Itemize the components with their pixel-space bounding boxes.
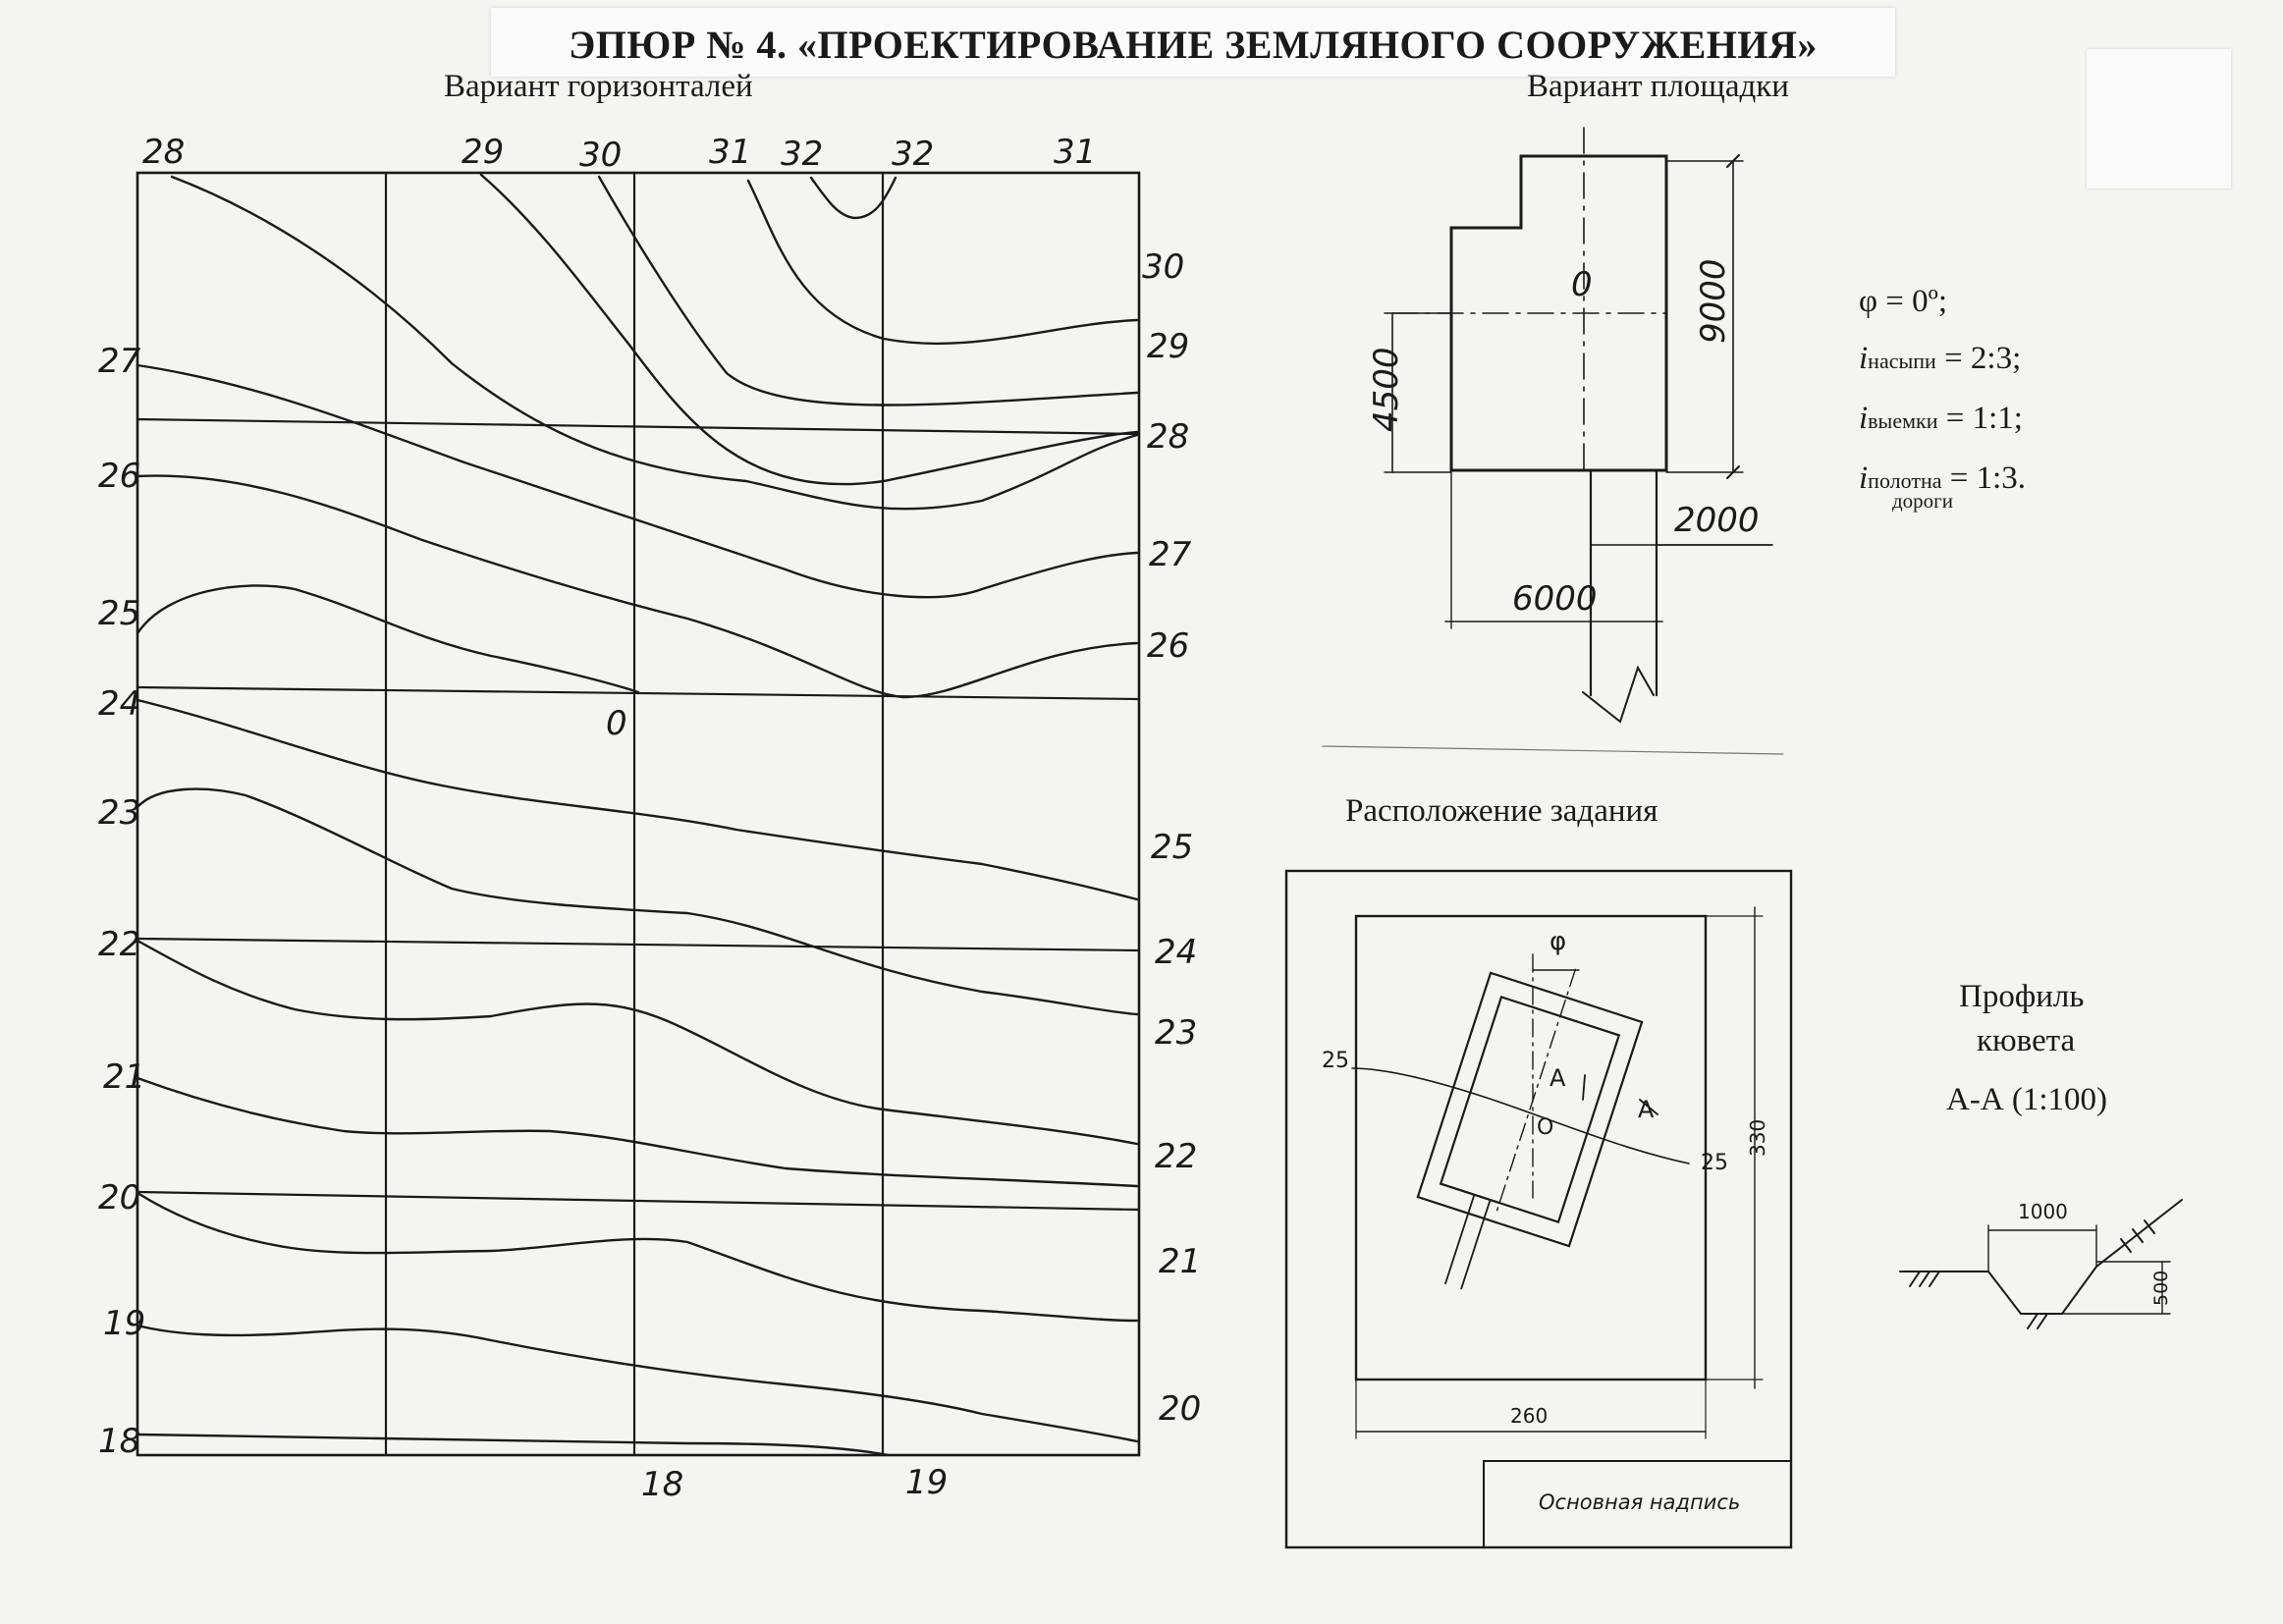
stamp-patch — [2087, 49, 2231, 189]
origin-label: 0 — [606, 704, 627, 743]
layout-dim-width: 260 — [1510, 1404, 1549, 1428]
param-road-slope: iполотна = 1:3. — [1859, 460, 2027, 496]
contour-label: 29 — [1147, 327, 1190, 366]
contour-line-31 — [746, 179, 1139, 346]
contour-label: 21 — [1159, 1242, 1202, 1281]
layout-origin: O — [1537, 1115, 1554, 1140]
contour-line-32 — [809, 176, 897, 220]
layout-dim-height: 330 — [1746, 1118, 1769, 1157]
contour-label: 29 — [462, 133, 505, 172]
contour-line-19 — [136, 1324, 1139, 1443]
title-strip: ЭПЮР № 4. «ПРОЕКТИРОВАНИЕ ЗЕМЛЯНОГО СООР… — [491, 8, 1895, 77]
contour-line-29 — [479, 173, 1139, 486]
site-plan — [1322, 127, 1784, 755]
contour-label: 23 — [98, 793, 141, 833]
contour-grid — [136, 171, 1141, 1457]
contour-label: 32 — [892, 135, 935, 174]
layout-contour-left: 25 — [1322, 1049, 1349, 1073]
profile-dim-width: 1000 — [2018, 1200, 2068, 1223]
contour-label: 30 — [1142, 247, 1185, 287]
profile-dim-depth: 500 — [2150, 1270, 2172, 1306]
param-fill-slope: iнасыпи = 2:3; — [1859, 341, 2022, 376]
contour-label: 32 — [781, 135, 824, 174]
contour-line-20 — [136, 1191, 1139, 1323]
profile-caption-3: А-А (1:100) — [1946, 1082, 2108, 1117]
dim-9000: 9000 — [1694, 258, 1733, 344]
site-caption: Вариант площадки — [1527, 69, 1789, 104]
layout-phi: φ — [1549, 927, 1567, 956]
contour-label: 31 — [1054, 133, 1097, 172]
contour-label: 28 — [1147, 417, 1190, 457]
site-outline — [1449, 154, 1668, 472]
contour-label: 19 — [905, 1463, 949, 1502]
dim-2000: 2000 — [1674, 501, 1760, 540]
contour-label: 26 — [98, 457, 141, 496]
layout-caption: Расположение задания — [1345, 793, 1658, 829]
dim-6000: 6000 — [1512, 579, 1598, 619]
param-phi: φ = 0º; — [1859, 284, 1948, 319]
contour-line-25 — [136, 584, 640, 694]
site-center-label: 0 — [1571, 265, 1593, 304]
contour-label: 24 — [1155, 933, 1198, 972]
contour-label: 30 — [579, 135, 623, 175]
contour-label: 25 — [1151, 828, 1194, 867]
page-title: ЭПЮР № 4. «ПРОЕКТИРОВАНИЕ ЗЕМЛЯНОГО СООР… — [569, 23, 1818, 67]
param-road-sub: дороги — [1892, 489, 1954, 513]
contour-label: 23 — [1155, 1013, 1198, 1053]
contour-lines — [136, 173, 1139, 1457]
contour-label: 18 — [98, 1422, 141, 1461]
contour-label: 18 — [641, 1465, 684, 1504]
profile-caption-1: Профиль — [1959, 979, 2085, 1014]
contour-label: 25 — [98, 594, 141, 633]
contour-label: 27 — [98, 342, 141, 381]
contour-line-21 — [136, 1076, 1139, 1188]
title-block-label: Основная надпись — [1539, 1490, 1741, 1514]
contour-label: 22 — [98, 925, 141, 964]
profile-caption-2: кювета — [1977, 1023, 2076, 1058]
param-cut-slope: iвыемки = 1:1; — [1859, 401, 2023, 436]
section-mark-left: A — [1549, 1064, 1566, 1092]
contour-label: 24 — [98, 684, 141, 724]
contour-line-30 — [597, 175, 1139, 406]
contour-label: 31 — [709, 133, 752, 172]
contour-line-18 — [136, 1433, 891, 1457]
contour-label: 27 — [1149, 535, 1192, 574]
contour-line-28 — [170, 175, 1139, 511]
contour-label: 19 — [103, 1304, 146, 1343]
design-parameters: φ = 0º; iнасыпи = 2:3; iвыемки = 1:1; iп… — [1859, 273, 2027, 513]
layout-contour-right: 25 — [1701, 1151, 1728, 1175]
ditch-profile — [1899, 1199, 2183, 1329]
task-layout — [1284, 869, 1793, 1549]
contour-line-27 — [136, 363, 1139, 599]
contour-label: 26 — [1147, 626, 1190, 666]
contour-line-24 — [136, 698, 1139, 901]
contour-line-22 — [136, 939, 1139, 1146]
dim-4500: 4500 — [1367, 347, 1406, 432]
contour-label: 20 — [98, 1178, 141, 1218]
contour-caption: Вариант горизонталей — [444, 69, 753, 104]
contour-line-26 — [136, 474, 1139, 699]
contour-label: 21 — [103, 1057, 146, 1097]
section-mark-right: A — [1638, 1096, 1655, 1123]
contour-label: 28 — [142, 133, 186, 172]
contour-line-23 — [136, 787, 1139, 1016]
contour-label: 22 — [1155, 1137, 1198, 1176]
contour-label: 20 — [1159, 1389, 1202, 1429]
